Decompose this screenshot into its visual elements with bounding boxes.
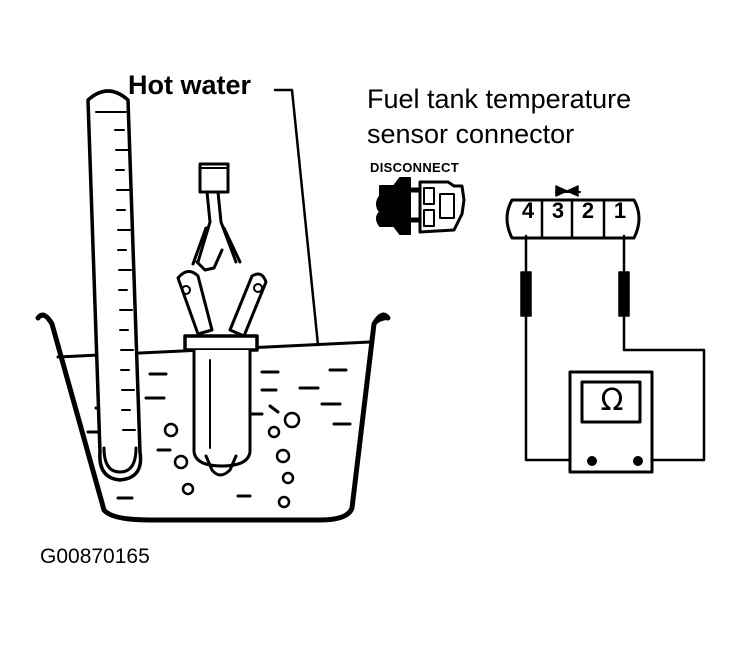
disconnect-label: DISCONNECT (370, 160, 459, 175)
ohm-symbol: Ω (600, 383, 624, 418)
connector-pin-4: 4 (521, 198, 535, 223)
temperature-sensor-icon (176, 162, 268, 477)
connector-pin-3: 3 (551, 198, 565, 223)
hot-water-leader-line (273, 88, 320, 347)
connector-disconnect-icon (376, 177, 466, 235)
connector-pin-1: 1 (613, 198, 627, 223)
ohmmeter-icon (568, 370, 654, 474)
bubbles (163, 411, 301, 509)
figure-code: G00870165 (40, 545, 150, 568)
container (35, 312, 391, 523)
thermometer-icon (86, 89, 143, 482)
hot-water-label: Hot water (128, 70, 252, 100)
connector-pin-2: 2 (581, 198, 595, 223)
sensor-title-line-1: Fuel tank temperature (367, 84, 632, 114)
test-connector (505, 185, 641, 240)
sensor-title-line-2: sensor connector (367, 119, 575, 149)
test-probes (520, 234, 630, 317)
